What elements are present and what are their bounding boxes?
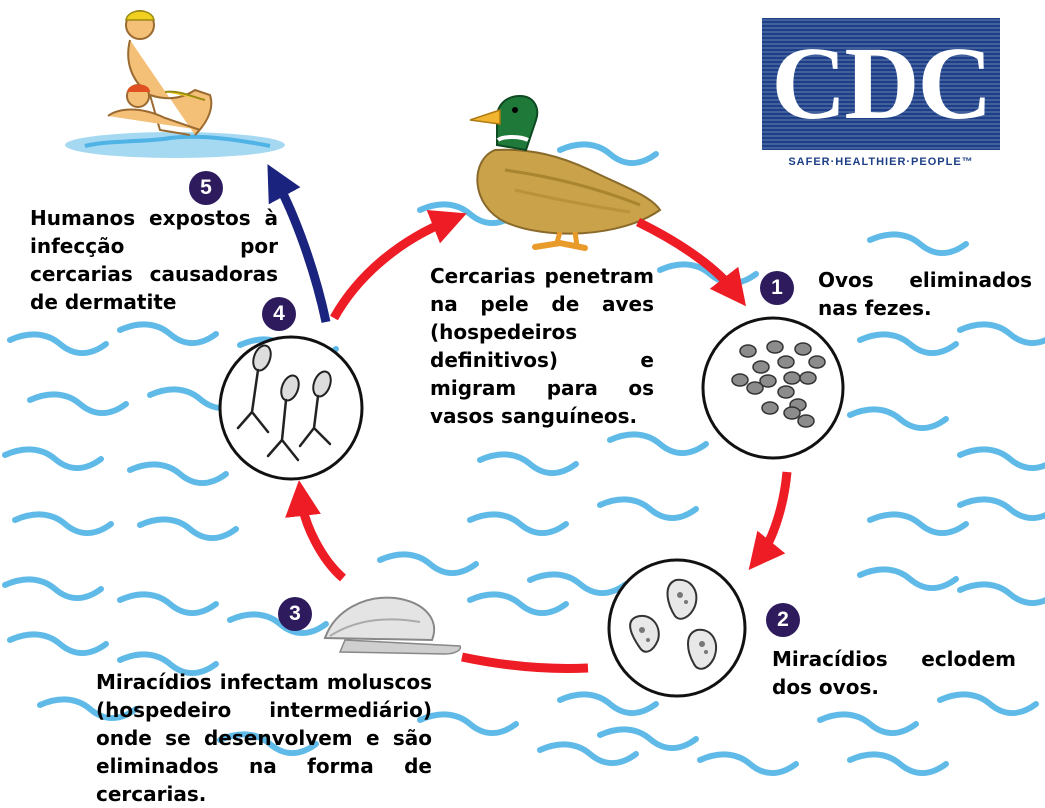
wave-stroke bbox=[600, 499, 696, 518]
wave-stroke bbox=[850, 409, 946, 428]
step-badge-3: 3 bbox=[278, 597, 312, 631]
wave-stroke bbox=[820, 714, 916, 733]
step-1-caption: Ovos eliminados nas fezes. bbox=[818, 266, 1032, 322]
cdc-logo: CDC SAFER·HEALTHIER·PEOPLE™ bbox=[762, 18, 1000, 173]
arrow-snail-to-cercariae bbox=[301, 498, 343, 578]
wave-stroke bbox=[480, 454, 576, 473]
wave-stroke bbox=[470, 514, 566, 533]
wave-stroke bbox=[10, 334, 106, 353]
step-badge-2: 2 bbox=[766, 603, 800, 637]
wave-stroke bbox=[960, 449, 1045, 468]
wave-stroke bbox=[870, 234, 966, 253]
cdc-logo-text: CDC bbox=[762, 22, 1000, 146]
wave-stroke bbox=[540, 744, 636, 763]
wave-stroke bbox=[15, 514, 111, 533]
wave-stroke bbox=[5, 449, 101, 468]
wave-stroke bbox=[860, 334, 956, 353]
arrow-eggs-to-miracidia bbox=[760, 472, 787, 556]
wave-stroke bbox=[5, 579, 101, 598]
wave-stroke bbox=[610, 434, 706, 453]
step-badge-5: 5 bbox=[189, 171, 223, 205]
wave-stroke bbox=[960, 584, 1045, 603]
wave-stroke bbox=[560, 694, 656, 713]
wave-stroke bbox=[960, 499, 1045, 518]
wave-stroke bbox=[120, 594, 216, 613]
wave-stroke bbox=[700, 754, 796, 773]
wave-stroke bbox=[380, 554, 476, 573]
wave-stroke bbox=[130, 464, 226, 483]
step-5-caption: Humanos expostos à infecção por cercaria… bbox=[30, 204, 278, 316]
step-2-caption: Miracídios eclodem dos ovos. bbox=[772, 645, 1016, 701]
miracidia-circle bbox=[609, 560, 745, 696]
wave-stroke bbox=[560, 144, 656, 163]
wave-stroke bbox=[120, 324, 216, 343]
wave-stroke bbox=[30, 394, 126, 413]
cdc-logo-box: CDC bbox=[762, 18, 1000, 150]
cdc-logo-tagline: SAFER·HEALTHIER·PEOPLE™ bbox=[762, 156, 1000, 168]
wave-stroke bbox=[10, 634, 106, 653]
arrow-miracidia-to-snail bbox=[462, 657, 588, 668]
wave-stroke bbox=[860, 569, 956, 588]
wave-stroke bbox=[870, 514, 966, 533]
snail-illustration bbox=[325, 598, 460, 654]
wave-stroke bbox=[850, 754, 946, 773]
wave-stroke bbox=[420, 714, 516, 733]
step-badge-1: 1 bbox=[760, 271, 794, 305]
wave-stroke bbox=[960, 324, 1045, 343]
cercariae-circle bbox=[220, 337, 362, 479]
wave-stroke bbox=[530, 574, 626, 593]
step-3-caption: Miracídios infectam moluscos (hospedeiro… bbox=[96, 668, 432, 808]
humans-illustration bbox=[65, 11, 285, 158]
wave-stroke bbox=[600, 729, 696, 748]
step-4-caption: Cercarias penetram na pele de aves (hosp… bbox=[430, 262, 654, 430]
eggs-circle bbox=[703, 318, 843, 458]
wave-stroke bbox=[140, 519, 236, 538]
wave-stroke bbox=[470, 594, 566, 613]
